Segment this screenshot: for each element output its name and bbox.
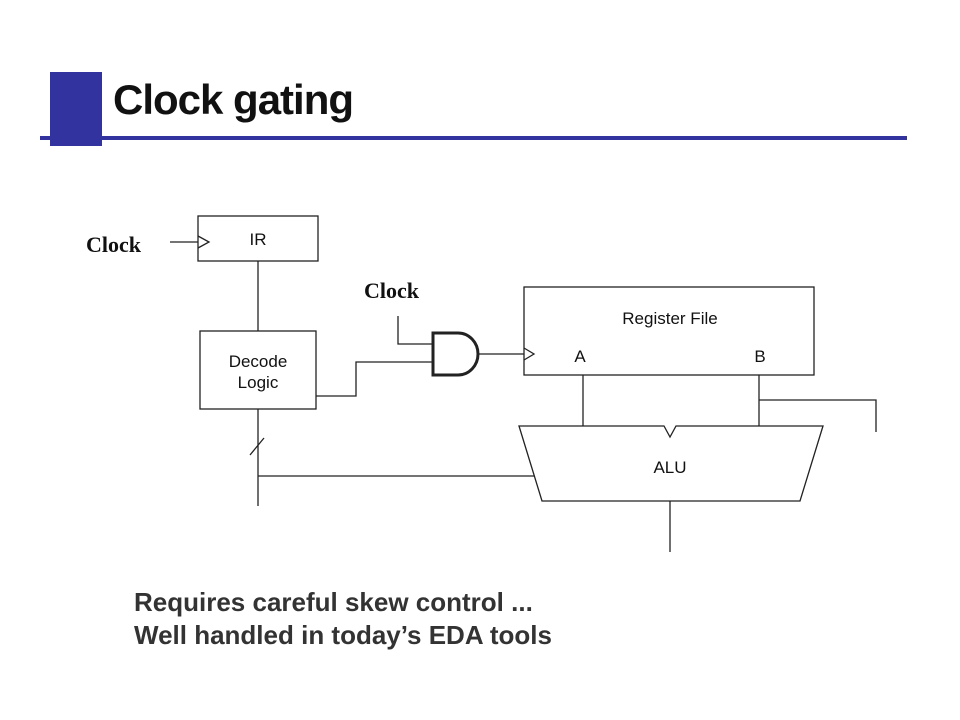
alu-label: ALU bbox=[653, 458, 686, 477]
title-accent-block bbox=[50, 72, 102, 146]
register-file-box bbox=[523, 286, 815, 376]
alu-shape bbox=[518, 425, 824, 502]
regfile-clock-input-marker bbox=[523, 347, 536, 361]
port-a-label: A bbox=[574, 347, 586, 366]
bullet-list: Requires careful skew control ... Well h… bbox=[134, 586, 552, 652]
bus-width-slash bbox=[249, 437, 265, 456]
port-b-branch-wire bbox=[759, 399, 877, 432]
slide-title: Clock gating bbox=[113, 76, 354, 123]
ir-label: IR bbox=[250, 230, 267, 249]
gate-clock-wire bbox=[397, 316, 433, 345]
and-gate bbox=[431, 331, 480, 377]
port-b-label: B bbox=[754, 347, 765, 366]
gate-clock-label: Clock bbox=[364, 278, 420, 303]
title-underline bbox=[40, 136, 907, 140]
register-file-label: Register File bbox=[622, 309, 717, 328]
bullet-item: Requires careful skew control ... bbox=[134, 587, 533, 617]
decode-label-line1: Decode bbox=[229, 352, 288, 371]
decode-to-gate-wire bbox=[316, 361, 433, 397]
bullet-item: Well handled in today’s EDA tools bbox=[134, 620, 552, 650]
ir-clock-label: Clock bbox=[86, 232, 142, 257]
ir-clock-input-marker bbox=[197, 235, 211, 249]
decode-label-line2: Logic bbox=[238, 373, 279, 392]
